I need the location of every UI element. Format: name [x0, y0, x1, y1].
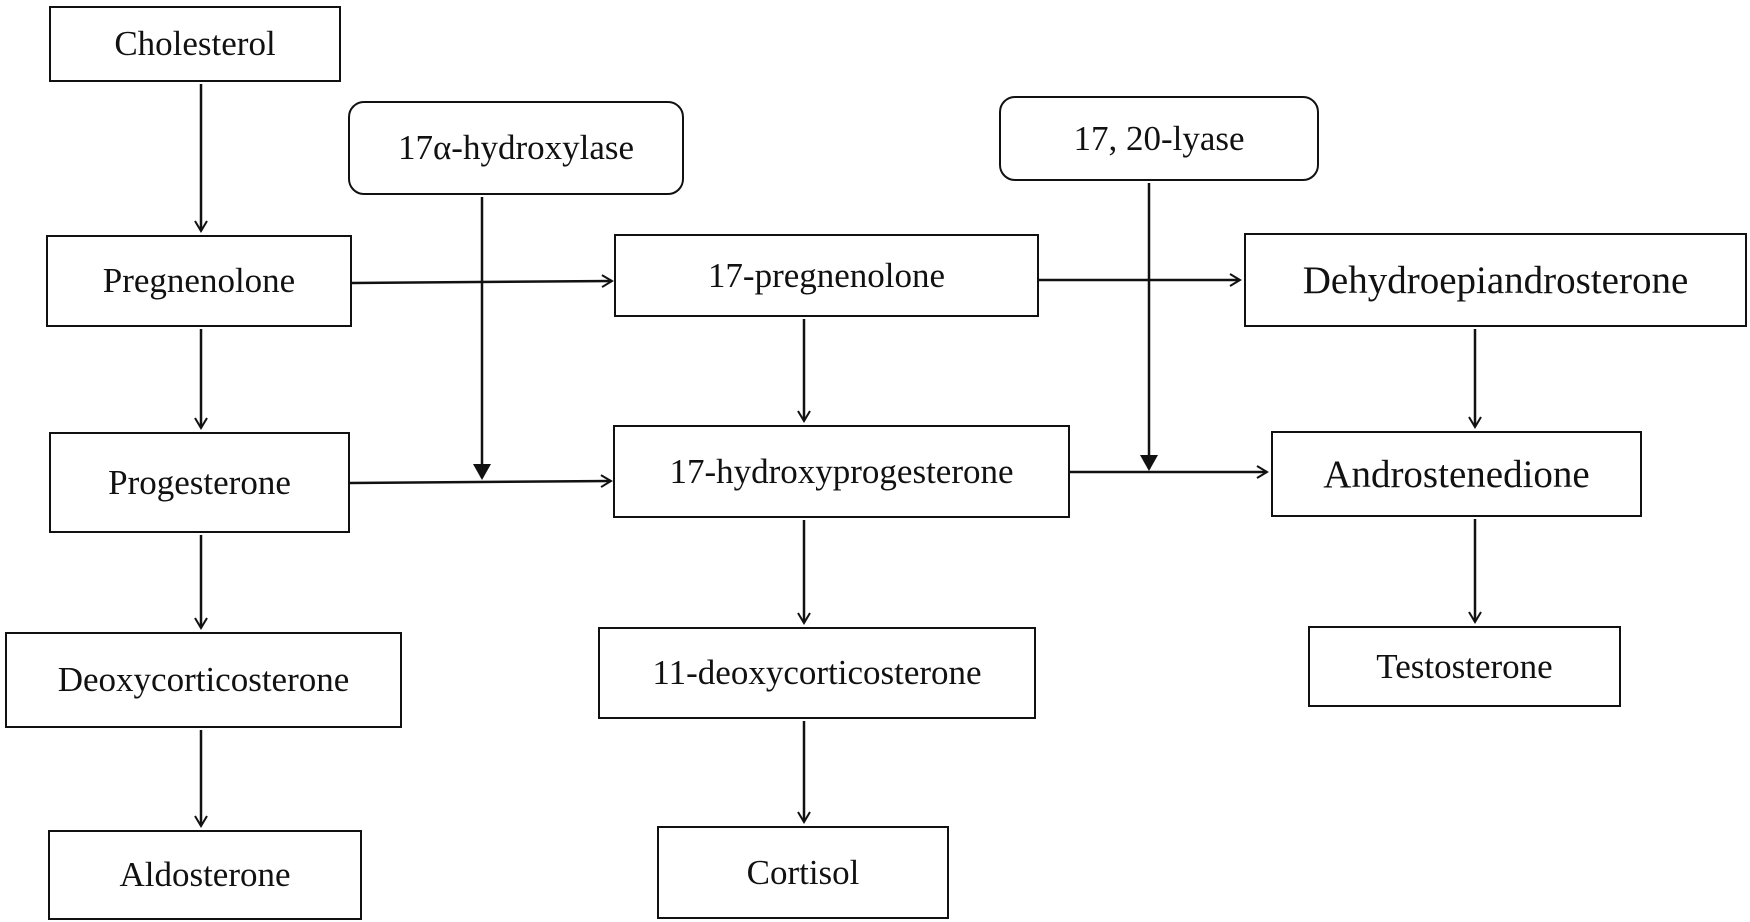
node-deoxycorticosterone: Deoxycorticosterone: [5, 632, 402, 728]
node-11-deoxycorticosterone: 11-deoxycorticosterone: [598, 627, 1036, 719]
enzyme-17-20-lyase: 17, 20-lyase: [999, 96, 1319, 181]
node-progesterone: Progesterone: [49, 432, 350, 533]
node-dehydroepiandrosterone: Dehydroepiandrosterone: [1244, 233, 1747, 327]
node-17-pregnenolone: 17-pregnenolone: [614, 234, 1039, 317]
node-cortisol: Cortisol: [657, 826, 949, 919]
node-17-hydroxyprogesterone: 17-hydroxyprogesterone: [613, 425, 1070, 518]
node-aldosterone: Aldosterone: [48, 830, 362, 920]
enzyme-17a-hydroxylase: 17α-hydroxylase: [348, 101, 684, 195]
node-cholesterol: Cholesterol: [49, 6, 341, 82]
arrow-progesterone-to-17-hydroxyprogesterone: [349, 474, 613, 488]
node-androstenedione: Androstenedione: [1271, 431, 1642, 517]
node-testosterone: Testosterone: [1308, 626, 1621, 707]
node-pregnenolone: Pregnenolone: [46, 235, 352, 327]
